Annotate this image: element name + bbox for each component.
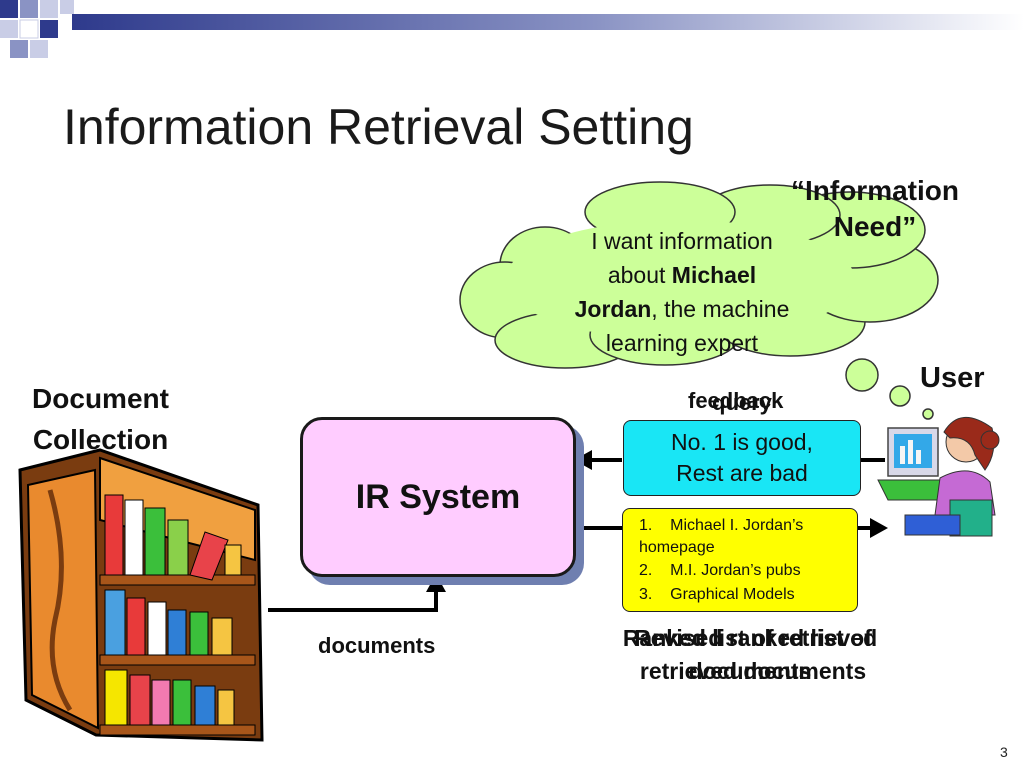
feedback-label: feedback	[688, 388, 784, 413]
results-arrowhead	[870, 518, 888, 538]
feedback-box: No. 1 is good, Rest are bad	[623, 420, 861, 496]
thought-line-3: Jordan, the machine	[574, 296, 790, 322]
page-title: Information Retrieval Setting	[63, 99, 694, 155]
thought-text: I want information about Michael Jordan,…	[532, 224, 832, 360]
page-number: 3	[1000, 744, 1008, 760]
result-item-1: 1. Michael I. Jordan’s homepage	[639, 517, 804, 556]
header-decoration	[0, 0, 1024, 58]
query-label: query	[712, 390, 772, 415]
bookcase-icon	[18, 448, 264, 742]
result-item-3: 3. Graphical Models	[639, 586, 795, 603]
ranked-list-caption: Ranked list of retrieved documents	[622, 625, 878, 684]
ir-system-label: IR System	[355, 477, 521, 516]
revised-ranked-list-caption: Revised ranked list of retrieved documen…	[634, 625, 872, 684]
user-computer-icon	[877, 417, 1000, 537]
ranked-results-box: 1. Michael I. Jordan’s homepage 2. M.I. …	[622, 508, 858, 612]
ir-system-box: IR System	[300, 417, 576, 577]
thought-line-2: about Michael	[607, 262, 757, 288]
query-arrowhead	[574, 450, 592, 470]
feedback-line-1: No. 1 is good,	[671, 429, 813, 455]
documents-arrowhead	[426, 574, 446, 592]
thought-line-1: I want information	[591, 228, 773, 254]
information-need-label: “Information Need”	[791, 175, 959, 242]
documents-connector	[268, 590, 438, 612]
thought-line-4: learning expert	[605, 330, 759, 356]
document-collection-label: Document Collection	[32, 383, 169, 455]
result-item-2: 2. M.I. Jordan’s pubs	[639, 562, 801, 579]
thought-bubbles	[845, 358, 934, 420]
thought-cloud	[459, 181, 939, 369]
documents-label: documents	[318, 633, 436, 658]
feedback-line-2: Rest are bad	[676, 460, 808, 486]
user-label: User	[920, 362, 985, 394]
